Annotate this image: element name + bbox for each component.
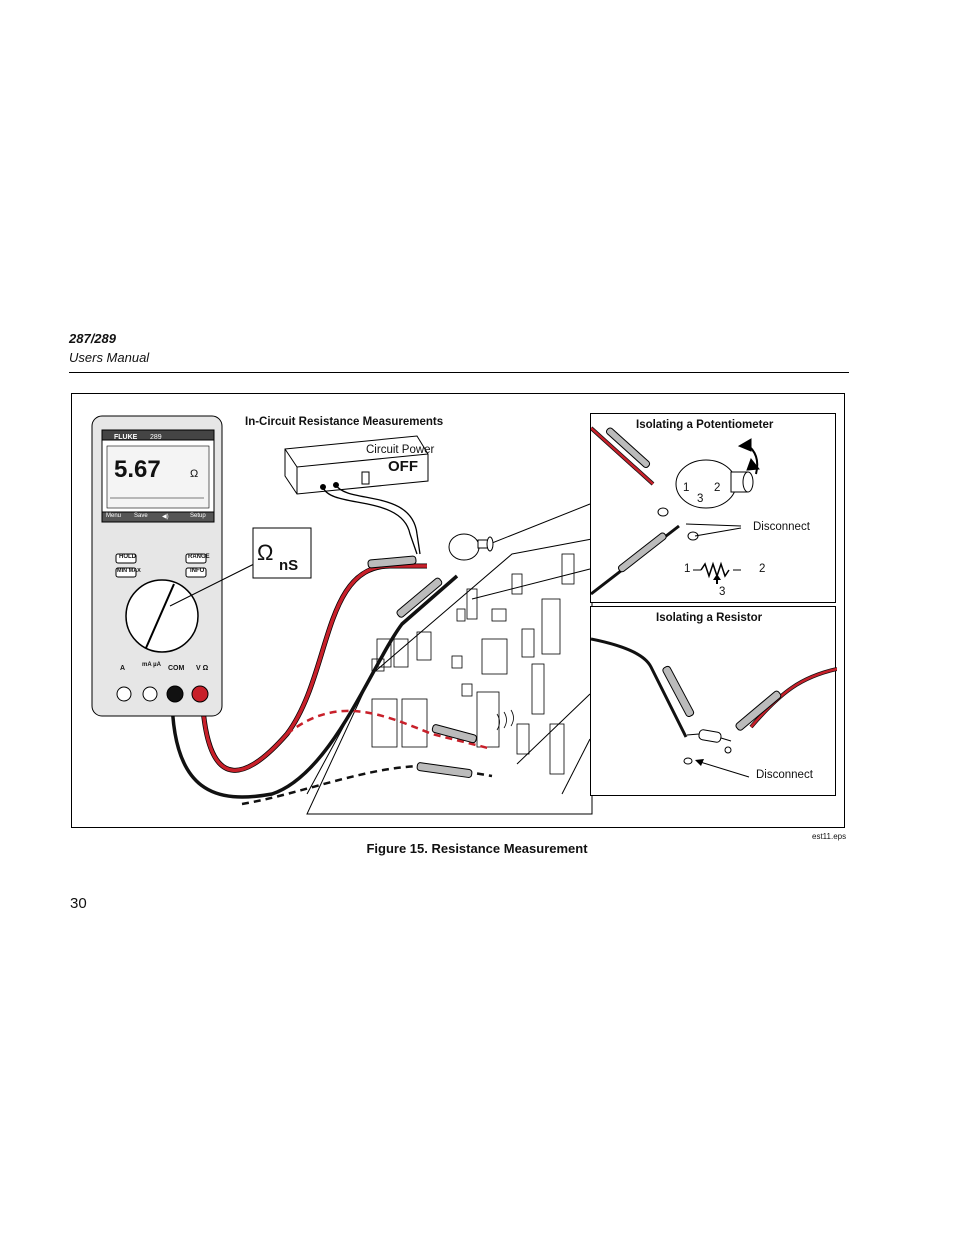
power-supply <box>284 435 429 495</box>
document-model: 287/289 <box>69 331 116 346</box>
figure-file-name: est11.eps <box>812 832 847 841</box>
resistor-illustration <box>591 637 837 778</box>
jack-label-ma: mA µA <box>142 662 161 668</box>
jack-label-com: COM <box>168 665 185 672</box>
softkey-speaker[interactable]: ◀) <box>162 514 169 520</box>
meter-reading: 5.67 <box>114 456 161 483</box>
figure-caption: Figure 15. Resistance Measurement <box>366 841 588 856</box>
schematic-label-2: 2 <box>759 563 766 575</box>
dial-callout <box>169 563 255 607</box>
multimeter-body <box>91 415 223 717</box>
range-button[interactable]: RANGE <box>188 554 210 560</box>
resistor-disconnect-label: Disconnect <box>756 769 813 781</box>
red-test-lead <box>199 555 493 773</box>
board-potentiometer <box>448 533 494 561</box>
jack-label-vohm: V Ω <box>196 665 209 672</box>
inset-potentiometer: Isolating a Potentiometer 1 2 3 Disconne… <box>590 413 836 603</box>
main-title: In-Circuit Resistance Measurements <box>245 416 444 428</box>
inset-resistor-title: Isolating a Resistor <box>656 612 763 624</box>
circuit-power-label: Circuit Power <box>366 444 435 456</box>
inset-resistor: Isolating a Resistor Disconnect <box>590 606 837 796</box>
schematic-label-1: 1 <box>684 563 691 575</box>
page-number: 30 <box>70 895 87 912</box>
pot-pin-3: 3 <box>697 493 704 505</box>
black-test-lead <box>170 574 493 806</box>
softkey-setup[interactable]: Setup <box>190 513 206 519</box>
pot-disconnect-label: Disconnect <box>753 521 810 533</box>
supply-cable <box>322 484 421 555</box>
circuit-power-state: OFF <box>388 458 418 475</box>
minmax-button[interactable]: MIN MAX <box>117 568 141 574</box>
schematic-label-3: 3 <box>719 586 726 598</box>
jack-label-a: A <box>120 665 126 672</box>
softkey-save[interactable]: Save <box>134 513 148 519</box>
softkey-menu[interactable]: Menu <box>106 513 122 519</box>
figure-frame: FLUKE 289 5.67 Ω Menu Save ◀) Setup HOLD… <box>71 393 845 828</box>
document-manual-title: Users Manual <box>69 350 150 365</box>
dial-badge <box>252 527 312 579</box>
info-button[interactable]: INFO <box>190 568 205 574</box>
nanosiemens-symbol: nS <box>279 557 299 574</box>
hold-button[interactable]: HOLD <box>119 554 136 560</box>
pot-pin-1: 1 <box>683 482 690 494</box>
header-divider <box>69 372 849 373</box>
meter-unit: Ω <box>190 468 199 480</box>
meter-model: 289 <box>150 434 162 441</box>
meter-brand: FLUKE <box>114 434 138 441</box>
ohm-symbol: Ω <box>257 540 274 565</box>
potentiometer-illustration <box>591 426 760 596</box>
pot-pin-2: 2 <box>714 482 721 494</box>
callout-lines <box>471 503 591 795</box>
inset-potentiometer-title: Isolating a Potentiometer <box>636 419 774 431</box>
circuit-board <box>306 538 593 815</box>
figure-illustration <box>91 415 593 815</box>
